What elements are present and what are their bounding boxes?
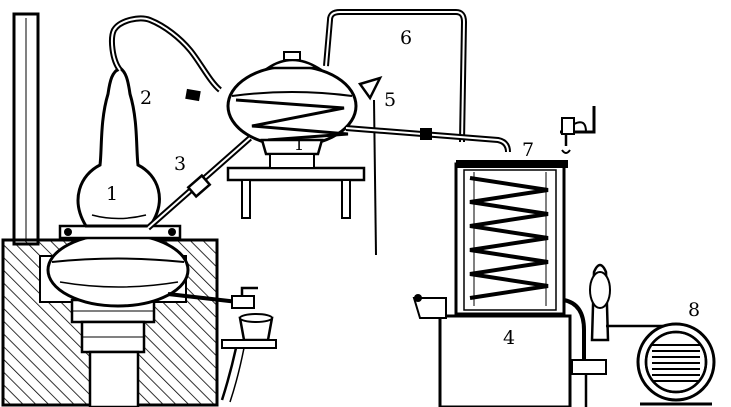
- bucket: [220, 313, 277, 403]
- label-funnel: 5: [384, 89, 396, 111]
- preheater-table: [226, 153, 366, 219]
- still-pot: [46, 66, 258, 309]
- label-condenser: 4: [503, 327, 515, 349]
- overhead-pipe: [323, 9, 468, 143]
- label-vapour-pipe: 2: [140, 87, 152, 109]
- chimney: [12, 12, 40, 246]
- receiving-barrel: [636, 322, 716, 406]
- water-tap: [560, 106, 596, 154]
- funnel: [357, 75, 383, 256]
- label-still: 1: [106, 183, 118, 205]
- condenser-feed-pipe: [345, 125, 511, 153]
- label-overhead-pipe: 6: [400, 27, 412, 49]
- label-preheater: 1: [294, 135, 304, 154]
- label-return-pipe: 3: [174, 153, 186, 175]
- label-barrel: 8: [688, 299, 700, 321]
- label-water-tap: 7: [522, 139, 534, 161]
- return-pipe: [146, 135, 252, 231]
- wine-preheater: [226, 51, 358, 156]
- vapour-pipe: [109, 15, 223, 102]
- outlet-pipe: [563, 263, 680, 407]
- condenser: [412, 160, 572, 407]
